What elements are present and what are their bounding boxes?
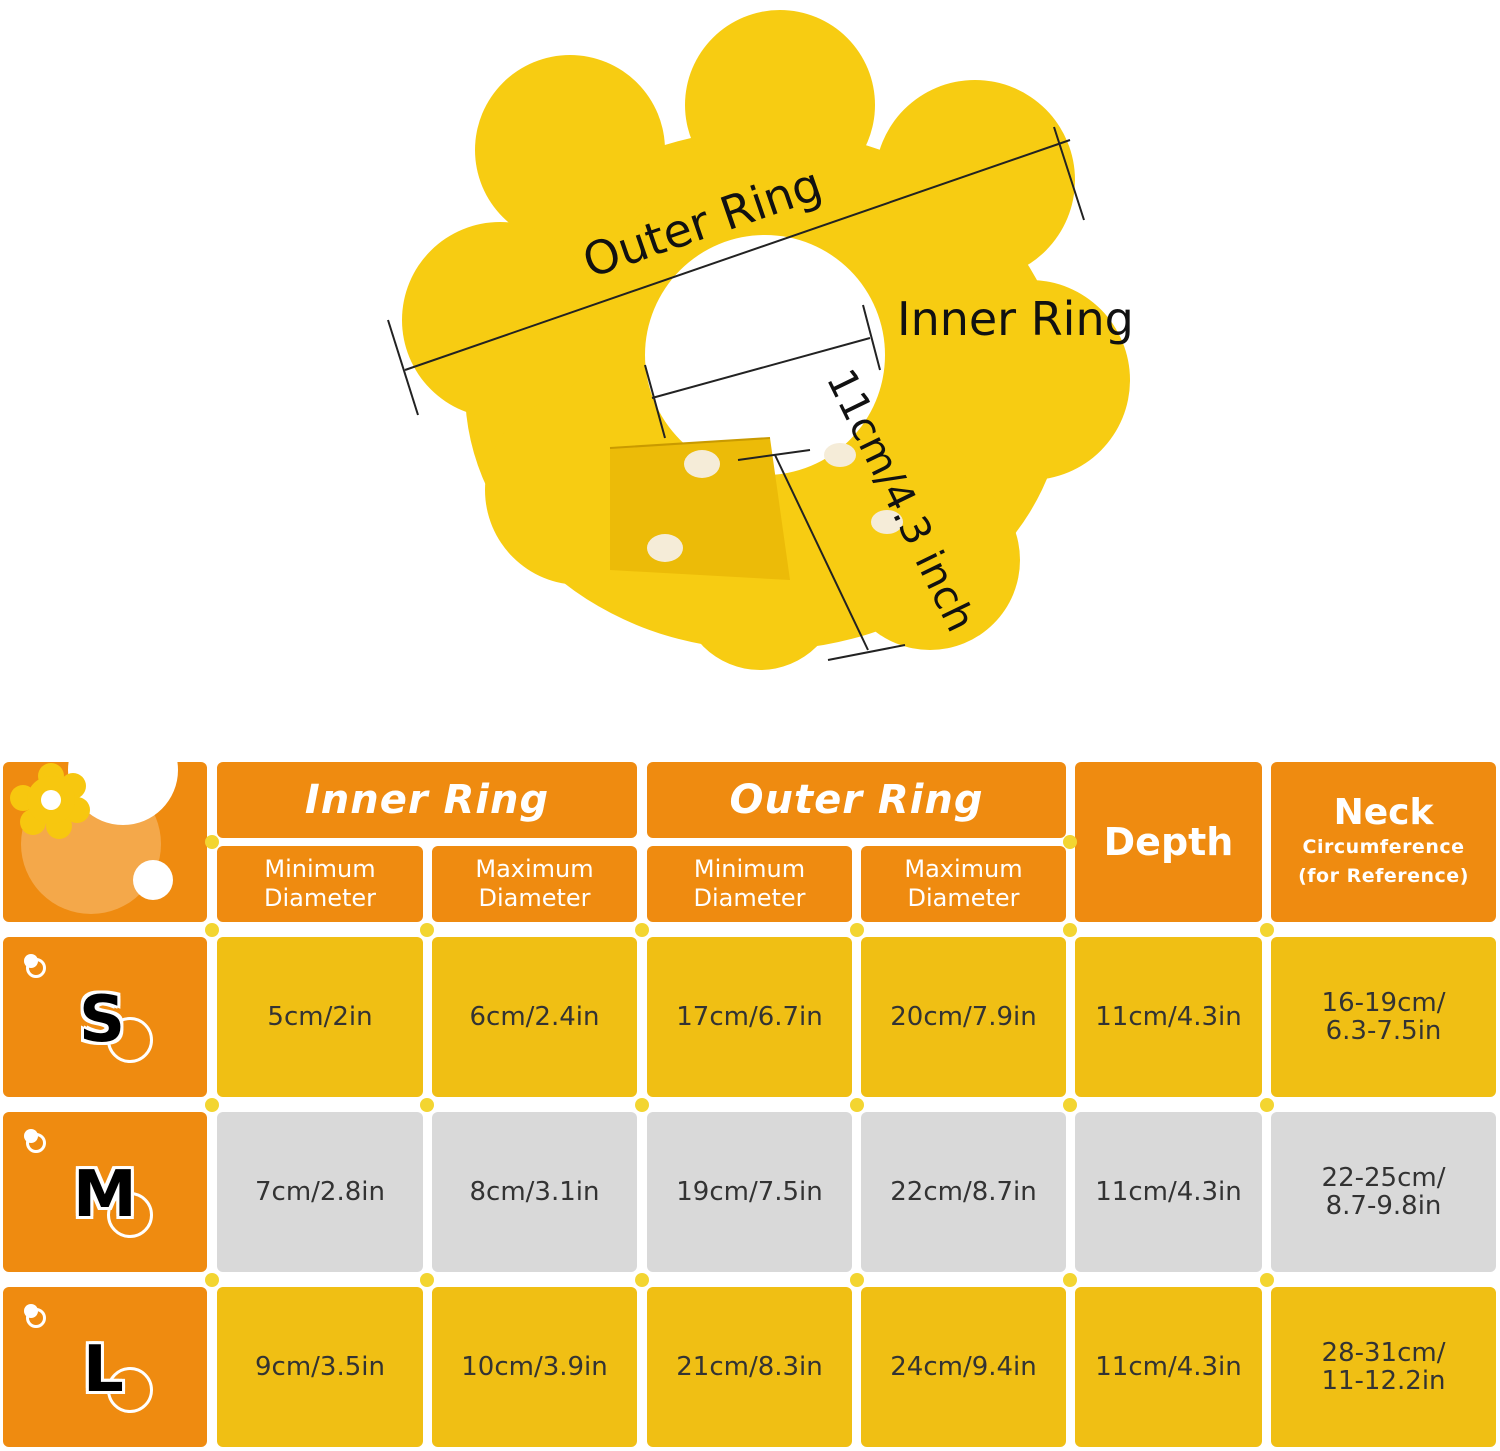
snap-button [647,534,683,562]
neck-title: Neck [1333,792,1434,833]
depth-header: Depth [1075,762,1262,922]
table-cell: 9cm/3.5in [217,1287,423,1447]
table-cell: 5cm/2in [217,937,423,1097]
table-cell: 22cm/8.7in [861,1112,1066,1272]
size-label-cell: M [3,1112,207,1272]
snap-button [871,510,903,534]
table-cell: 20cm/7.9in [861,937,1066,1097]
table-cell: 11cm/4.3in [1075,1287,1262,1447]
inner-ring-header: Inner Ring [217,762,637,838]
flower-logo-icon [10,762,178,914]
size-letter: S [79,983,126,1057]
table-cell: 10cm/3.9in [432,1287,637,1447]
outer-min-diameter-header: Minimum Diameter [647,846,852,922]
collar-flap [609,437,903,580]
chart-logo-cell [3,762,207,922]
table-cell: 6cm/2.4in [432,937,637,1097]
table-cell: 17cm/6.7in [647,937,852,1097]
table-cell: 24cm/9.4in [861,1287,1066,1447]
table-cell: 28-31cm/ 11-12.2in [1271,1287,1496,1447]
size-label-cell: L [3,1287,207,1447]
neck-subtitle: Circumference (for Reference) [1298,836,1469,887]
size-letter: M [73,1158,137,1232]
outer-ring-measure-line [387,126,1085,416]
table-cell: 19cm/7.5in [647,1112,852,1272]
depth-measure-line [737,449,906,661]
table-cell: 11cm/4.3in [1075,937,1262,1097]
outer-max-diameter-header: Maximum Diameter [861,846,1066,922]
table-cell: 16-19cm/ 6.3-7.5in [1271,937,1496,1097]
snap-button [684,450,720,478]
size-letter: L [83,1333,124,1407]
outer-ring-header: Outer Ring [647,762,1066,838]
inner-min-diameter-header: Minimum Diameter [217,846,423,922]
inner-ring-measure-line [644,304,881,439]
inner-ring-label: Inner Ring [897,292,1134,346]
neck-header: Neck Circumference (for Reference) [1271,762,1496,922]
size-label-cell: S [3,937,207,1097]
table-cell: 22-25cm/ 8.7-9.8in [1271,1112,1496,1272]
table-cell: 7cm/2.8in [217,1112,423,1272]
inner-max-diameter-header: Maximum Diameter [432,846,637,922]
table-cell: 21cm/8.3in [647,1287,852,1447]
snap-button [824,443,856,467]
collar-illustration: Outer Ring Inner Ring 11cm/4.3 inch [387,10,1134,670]
table-cell: 11cm/4.3in [1075,1112,1262,1272]
table-cell: 8cm/3.1in [432,1112,637,1272]
